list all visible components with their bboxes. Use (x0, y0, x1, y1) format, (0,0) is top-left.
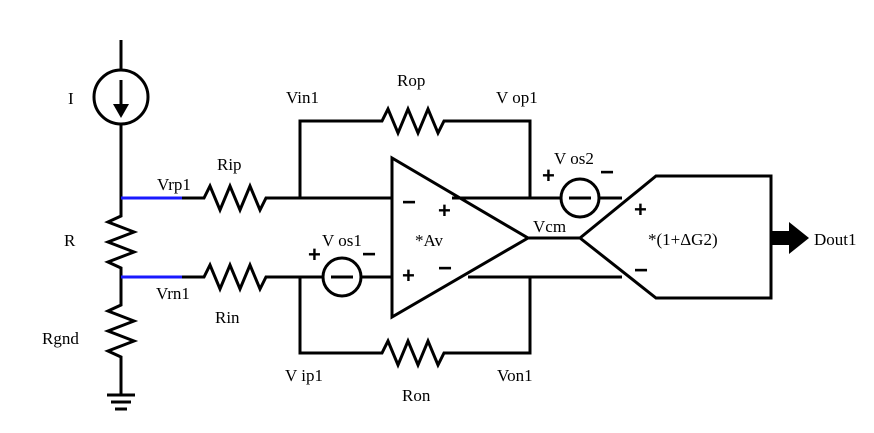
output-arrow-icon (771, 222, 809, 254)
vos1-source (321, 256, 363, 298)
vos1-plus: + (308, 242, 321, 267)
feedback-bottom (298, 277, 532, 369)
label-dout1: Dout1 (814, 230, 857, 249)
vos1-minus: − (362, 241, 376, 268)
label-vip1: V ip1 (285, 366, 323, 385)
resistor-rip (182, 182, 300, 214)
label-rgnd: Rgnd (42, 329, 79, 348)
current-source (92, 40, 150, 200)
label-av: *Av (415, 231, 444, 250)
feedback-top (298, 105, 532, 198)
label-rin: Rin (215, 308, 240, 327)
label-gain: *(1+ΔG2) (648, 230, 718, 249)
vos2-minus: − (600, 159, 614, 186)
label-vop1: V op1 (496, 88, 538, 107)
label-vcm: Vcm (533, 217, 566, 236)
resistor-rin (182, 261, 300, 293)
label-vos2: V os2 (554, 149, 594, 168)
label-current-source: I (68, 89, 74, 108)
opamp-av (390, 155, 531, 320)
label-vrp1: Vrp1 (157, 175, 191, 194)
label-rop: Rop (397, 71, 425, 90)
gain-plus: + (634, 197, 647, 222)
opamp-plus-bottom: + (402, 263, 415, 288)
opamp-minus-top: − (402, 189, 416, 216)
label-r: R (64, 231, 76, 250)
resistor-rgnd (103, 278, 139, 395)
gain-minus: − (634, 257, 648, 284)
label-vin1: Vin1 (286, 88, 319, 107)
label-vrn1: Vrn1 (156, 284, 190, 303)
label-von1: Von1 (497, 366, 533, 385)
opamp-minus-bottom: − (438, 255, 452, 282)
vos2-source (559, 177, 601, 219)
ground-icon (107, 393, 135, 411)
label-vos1: V os1 (322, 231, 362, 250)
resistor-r (103, 200, 139, 278)
label-ron: Ron (402, 386, 431, 405)
vos2-plus: + (542, 163, 555, 188)
label-rip: Rip (217, 155, 242, 174)
opamp-plus-top: + (438, 198, 451, 223)
